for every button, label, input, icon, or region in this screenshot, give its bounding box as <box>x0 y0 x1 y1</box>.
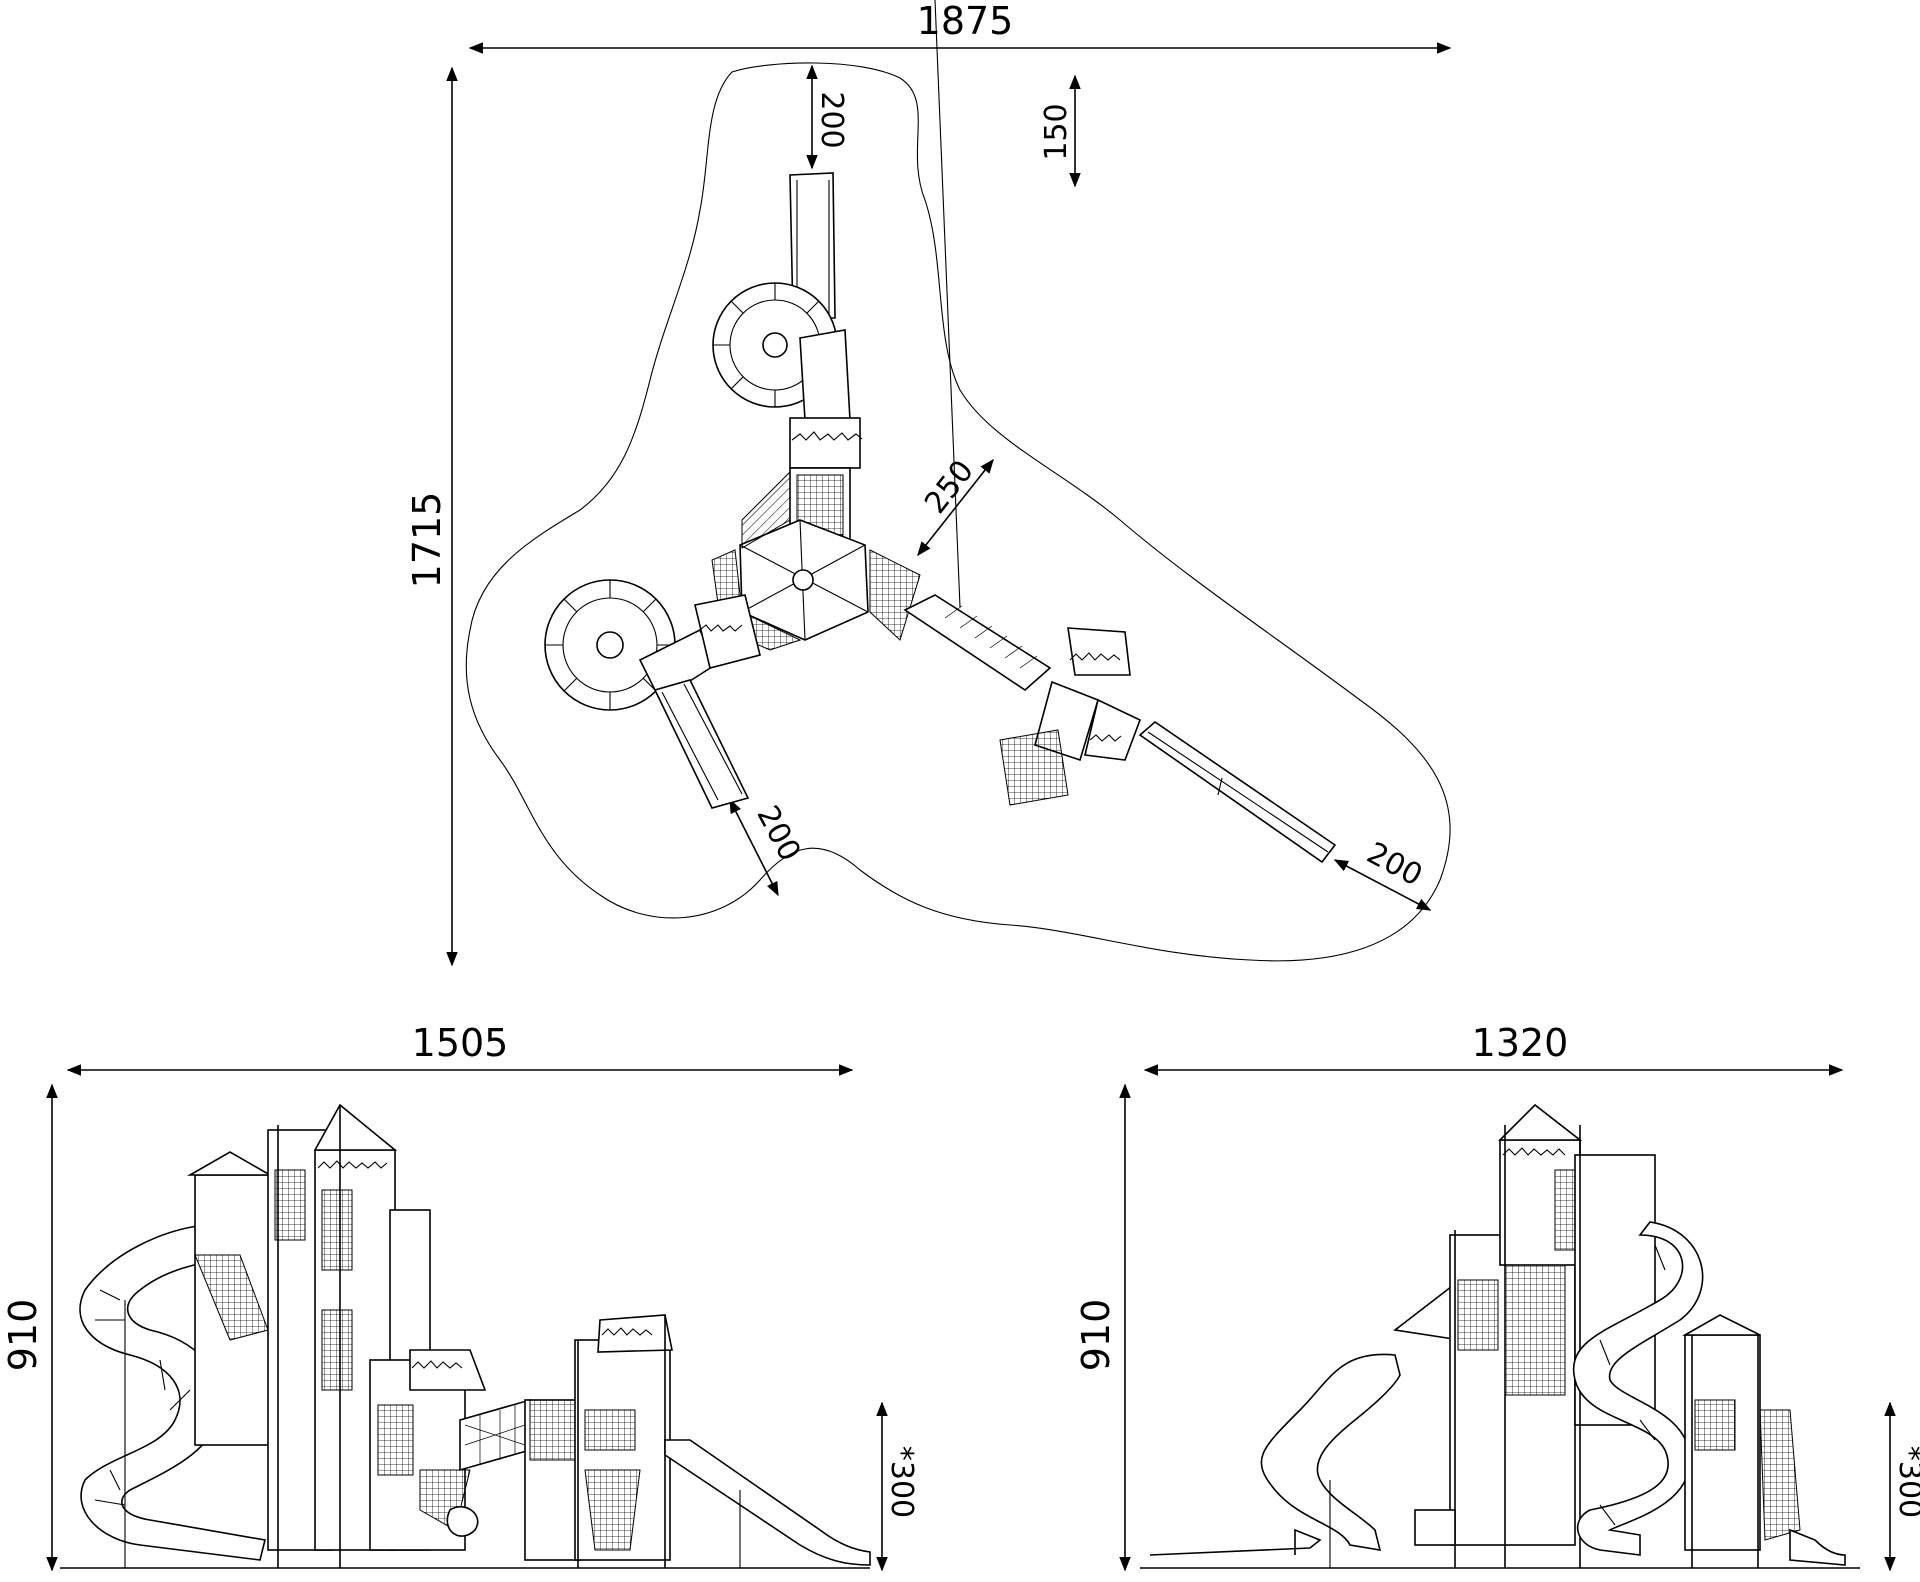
elev-left-height-label: 910 <box>1 1299 45 1372</box>
plan-spiral-tube-top <box>712 282 851 421</box>
elev-left-spiral-tube <box>79 1224 266 1568</box>
elev-left-net <box>194 1254 269 1341</box>
plan-central-hex <box>711 470 921 651</box>
elev-left-fall-label: *300 <box>884 1446 919 1518</box>
elev-left-tower-middle <box>369 1349 487 1551</box>
elev-left-height-dimension: 910 <box>1 1083 58 1572</box>
elev-left-width-label: 1505 <box>412 1021 509 1065</box>
elev-right-height-label: 910 <box>1074 1299 1118 1372</box>
plan-height-dimension: 1715 <box>405 66 458 967</box>
elev-right-width-label: 1320 <box>1472 1021 1569 1065</box>
elev-right-tower-small <box>1414 1314 1846 1568</box>
dim-diagonal-label: 250 <box>918 454 981 521</box>
dim-side-label: 150 <box>1039 103 1074 160</box>
dim-left-clearance: 200 <box>729 798 807 897</box>
plan-slide-right <box>1138 720 1337 864</box>
elev-right-spiral-tube <box>1572 1221 1704 1556</box>
plan-slide-left <box>653 679 750 809</box>
elev-left-slide <box>664 1439 871 1568</box>
elev-right-fall-label: *300 <box>1892 1446 1920 1518</box>
dim-right-label: 200 <box>1361 836 1428 894</box>
elev-right-tube-slide <box>1149 1353 1401 1568</box>
elevation-left: 1505 910 *300 <box>1 1021 919 1572</box>
dim-right-clearance: 200 <box>1333 836 1432 911</box>
plan-tower-right <box>999 627 1142 806</box>
elev-left-width-dimension: 1505 <box>66 1021 854 1076</box>
dim-top-label: 200 <box>814 91 849 148</box>
plan-view: 1875 1715 200 150 250 200 <box>405 0 1452 967</box>
dim-side-clearance: 150 <box>1039 74 1081 188</box>
plan-height-label: 1715 <box>405 492 449 589</box>
elev-left-bridge <box>419 1398 531 1537</box>
plan-spiral-tube-left <box>544 579 717 711</box>
dim-top-clearance: 200 <box>806 64 849 170</box>
safety-zone-outline <box>465 62 1451 962</box>
elevation-right: 1320 910 *300 <box>1074 1021 1920 1572</box>
plan-width-dimension: 1875 <box>468 0 1452 54</box>
plan-platform-left <box>694 594 761 669</box>
elev-right-height-dimension: 910 <box>1074 1083 1131 1572</box>
elev-left-fall-height: *300 <box>876 1401 919 1572</box>
elev-right-tower-main <box>1393 1103 1656 1568</box>
elev-right-width-dimension: 1320 <box>1143 1021 1844 1076</box>
plan-bridge <box>903 0 1052 692</box>
elev-right-fall-height: *300 <box>1884 1401 1920 1572</box>
plan-width-label: 1875 <box>917 0 1014 43</box>
elev-left-tower-right <box>524 1314 673 1568</box>
